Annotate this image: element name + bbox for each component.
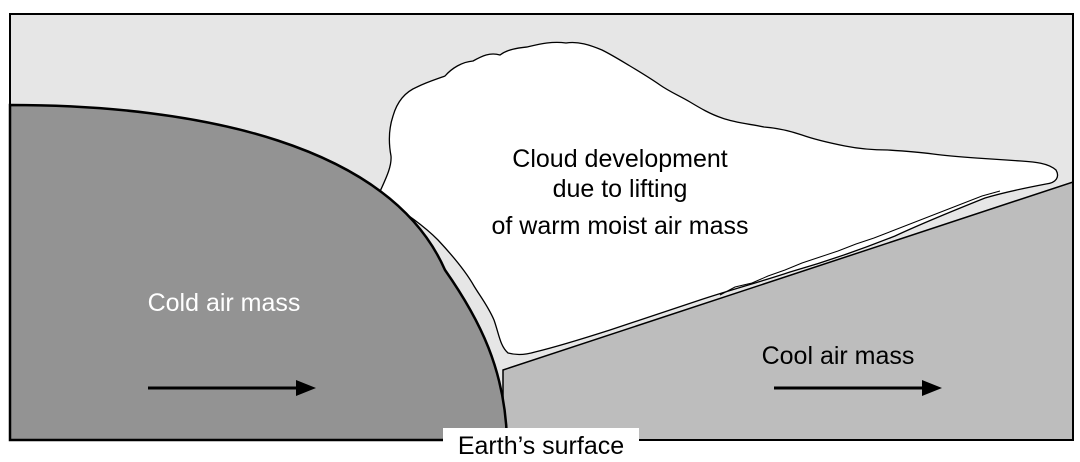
arrow-right-icon (148, 380, 316, 396)
cloud-label-line-1: Cloud development (512, 145, 727, 173)
cool-air-mass-label: Cool air mass (762, 342, 915, 370)
earth-surface-label-bg (443, 428, 639, 462)
arrow-right-icon (774, 380, 942, 396)
cold-air-mass-label: Cold air mass (148, 289, 301, 317)
earth-surface-label: Earth’s surface (458, 432, 624, 460)
cold-air-mass-region (8, 103, 509, 442)
cloud-label-line-2: due to lifting (553, 175, 688, 203)
cloud-edge-detail (719, 190, 1001, 296)
cloud-shape (377, 41, 1059, 356)
cloud-label-line-3: of warm moist air mass (492, 212, 749, 240)
